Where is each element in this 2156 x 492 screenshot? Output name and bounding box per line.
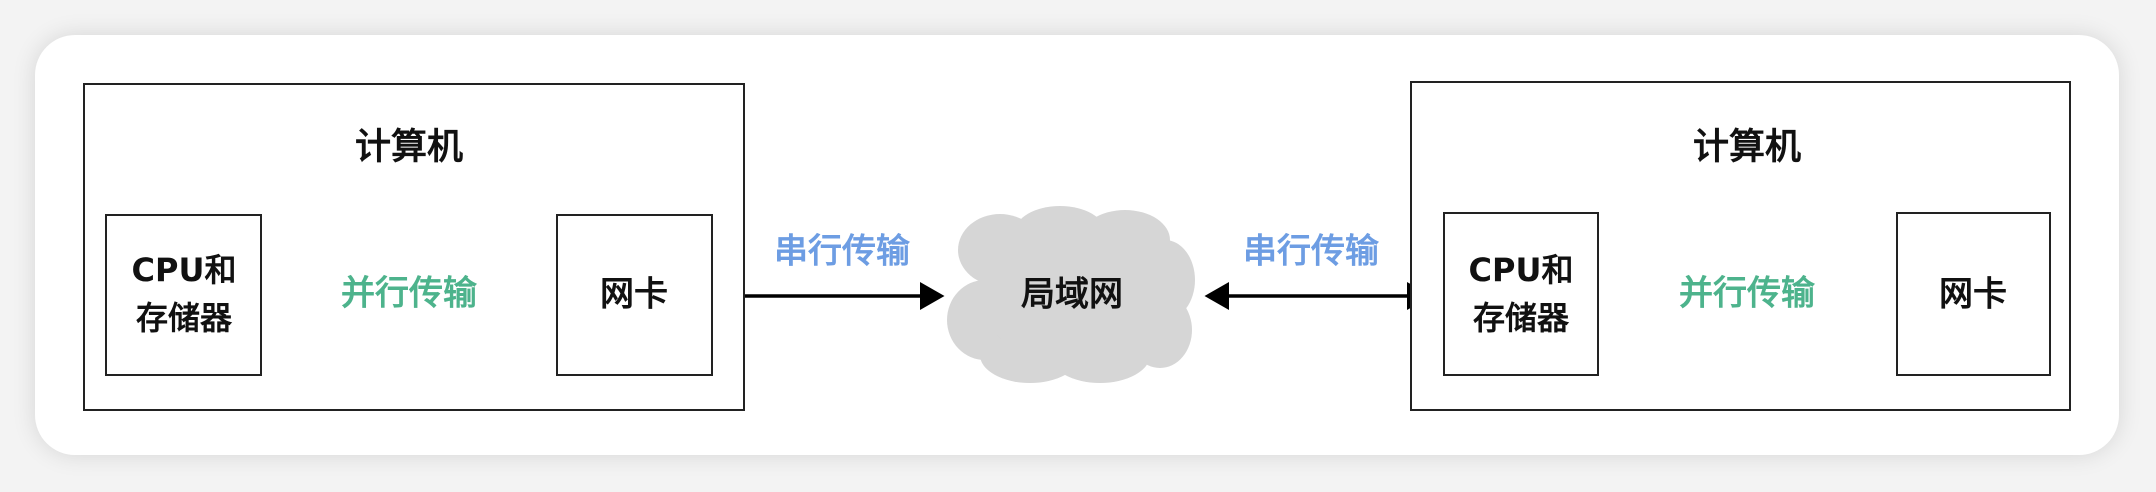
cpu-memory-box-right — [1443, 212, 1599, 376]
nic-label-left: 网卡 — [600, 274, 668, 315]
cpu-label-right: CPU和 — [1468, 250, 1574, 289]
memory-label-left: 存储器 — [135, 298, 233, 337]
serial-label-right: 串行传输 — [1243, 231, 1379, 272]
memory-label-right: 存储器 — [1472, 298, 1570, 337]
lan-cloud-icon — [947, 206, 1195, 383]
nic-label-right: 网卡 — [1939, 274, 2007, 315]
computer-title-right: 计算机 — [1692, 126, 1802, 168]
cpu-label-left: CPU和 — [131, 250, 237, 289]
computer-title-left: 计算机 — [354, 126, 464, 168]
nic-box-left — [556, 214, 713, 376]
parallel-label-left: 并行传输 — [341, 273, 477, 314]
parallel-label-right: 并行传输 — [1679, 273, 1815, 314]
nic-box-right — [1896, 212, 2051, 376]
cpu-memory-box-left — [105, 214, 262, 376]
serial-label-left: 串行传输 — [774, 231, 910, 272]
lan-label: 局域网 — [1021, 274, 1123, 315]
